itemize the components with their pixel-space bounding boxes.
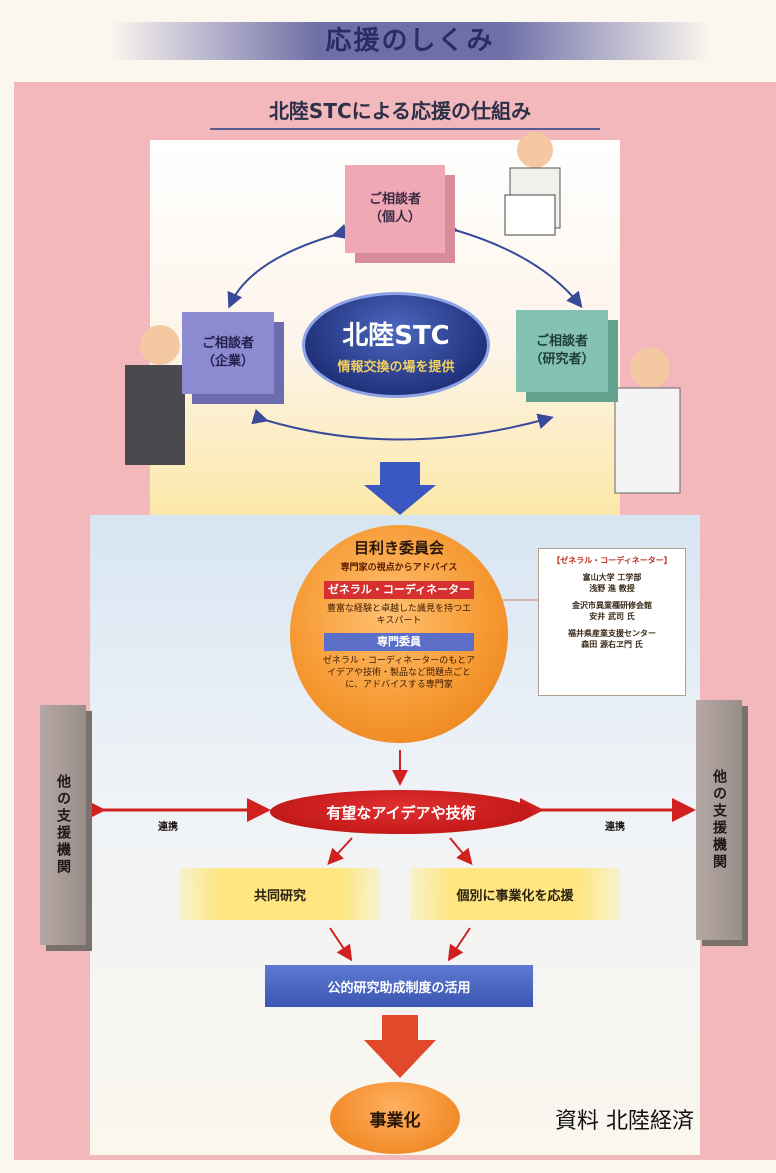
coordinator-list-heading: 【ゼネラル・コーディネーター】 (552, 556, 672, 565)
specialist-label: 専門委員 (324, 633, 474, 651)
arrow-company-researcher (251, 408, 554, 441)
consultee-company-label: ご相談者 (201, 336, 254, 351)
subtitle-underline (210, 128, 600, 130)
commercialization-circle: 事業化 (330, 1082, 460, 1154)
arrow-individual-company (227, 223, 349, 309)
link-label-right: 連携 (605, 822, 625, 833)
consultee-individual-box: ご相談者 （個人） (345, 165, 445, 253)
other-support-label-left: 他の支援機関 (55, 774, 71, 876)
diagram-subtitle: 北陸STCによる応援の仕組み (268, 99, 532, 123)
public-grant-box: 公的研究助成制度の活用 (265, 965, 533, 1007)
coordinator-name: 安井 武司 氏 (589, 612, 635, 621)
committee-subtitle: 専門家の視点からアドバイス (340, 563, 458, 573)
stc-title: 北陸STC (342, 321, 450, 351)
person-right-icon (614, 348, 681, 494)
coordinator-list-box: 【ゼネラル・コーディネーター】 富山大学 工学部 浅野 進 教授 金沢市異業種研… (538, 548, 686, 696)
coordinator-affiliation: 福井県産業支援センター (568, 629, 656, 638)
consultee-researcher-box: ご相談者 （研究者） (516, 310, 608, 392)
joint-research-box: 共同研究 (180, 868, 380, 920)
consultee-researcher-type: （研究者） (529, 352, 595, 367)
individual-support-box: 個別に事業化を応援 (410, 868, 620, 920)
consultee-company-box: ご相談者 （企業） (182, 312, 274, 394)
specialist-desc: ゼネラル・コーディネーターのもとアイデアや技術・製品など問題点ごとに、アドバイス… (322, 656, 476, 690)
coordinator-name: 森田 源右ヱ門 氏 (581, 640, 643, 649)
stc-ellipse: 北陸STC 情報交換の場を提供 (302, 292, 490, 398)
coordinator-name: 浅野 進 教授 (589, 584, 635, 593)
consultee-individual-label: ご相談者 (368, 192, 421, 207)
other-support-pillar-left: 他の支援機関 (40, 705, 86, 945)
header-bar (110, 22, 710, 60)
general-coordinator-label: ゼネラル・コーディネーター (324, 581, 474, 599)
coordinator-item: 富山大学 工学部 浅野 進 教授 (539, 572, 685, 594)
person-left-icon (125, 325, 185, 465)
consultee-company-type: （企業） (201, 354, 254, 369)
coordinator-item: 福井県産業支援センター 森田 源右ヱ門 氏 (539, 628, 685, 650)
coordinator-affiliation: 金沢市異業種研修会館 (572, 601, 652, 610)
person-top-icon (504, 132, 561, 236)
arrow-individual-researcher (441, 218, 583, 309)
arrow-to-individual (449, 837, 473, 866)
source-caption: 資料 北陸経済 (555, 1109, 694, 1134)
arrow-joint-grant (329, 927, 353, 962)
coordinator-item: 金沢市異業種研修会館 安井 武司 氏 (539, 600, 685, 622)
committee-title: 目利き委員会 (353, 539, 444, 557)
down-arrow-red (364, 1015, 436, 1078)
stc-subtitle: 情報交換の場を提供 (337, 360, 455, 375)
general-coordinator-desc: 豊富な経験と卓越した識見を持つエキスパート (326, 604, 471, 626)
committee-circle: 目利き委員会 専門家の視点からアドバイス ゼネラル・コーディネーター 豊富な経験… (290, 525, 508, 743)
link-label-left: 連携 (158, 822, 178, 833)
consultee-individual-type: （個人） (368, 210, 421, 225)
consultee-researcher-label: ご相談者 (535, 334, 588, 349)
page-title: 応援のしくみ (325, 26, 495, 56)
promising-ideas-ellipse: 有望なアイデアや技術 (270, 790, 532, 834)
coordinator-affiliation: 富山大学 工学部 (582, 573, 642, 582)
arrow-individual-grant (447, 927, 471, 962)
down-arrow-blue (364, 462, 436, 515)
other-support-pillar-right: 他の支援機関 (696, 700, 742, 940)
other-support-label-right: 他の支援機関 (711, 769, 727, 871)
arrow-to-joint (327, 837, 353, 865)
